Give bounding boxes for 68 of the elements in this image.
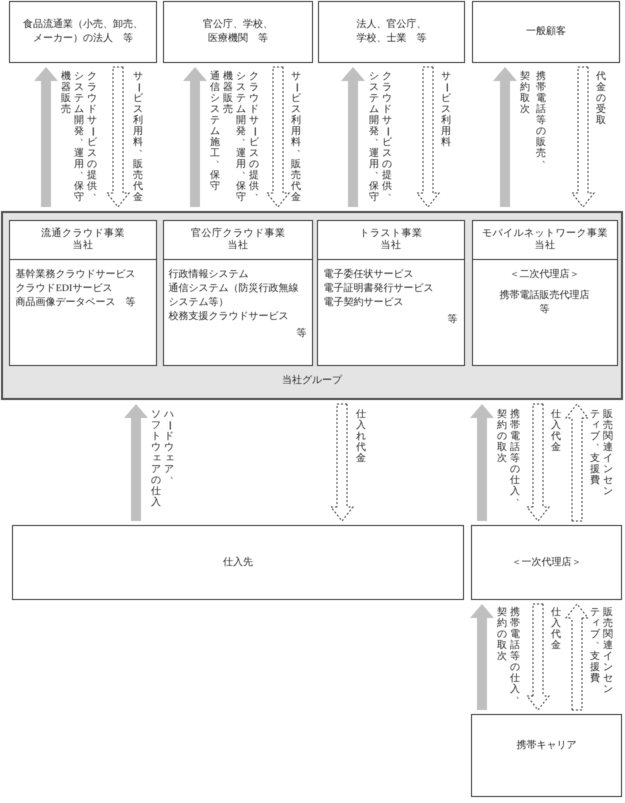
dotted-arrow [566, 404, 588, 522]
business-title: トラスト事業 [360, 228, 422, 240]
company-name: 当社 [228, 240, 248, 252]
list-item: 電子証明書発行サービス [324, 282, 435, 296]
customer-box [318, 1, 465, 63]
dotted-arrow [526, 604, 550, 710]
edge-label: 携帯電話等の販売、契約取次 [520, 71, 546, 166]
dotted-arrow [566, 604, 588, 710]
edge-label: サービス利用料 [441, 71, 451, 148]
list-item: 基幹業務クラウドサービス [16, 268, 137, 282]
company-name: 当社 [534, 240, 556, 252]
list-item: 携帯電話販売代理店 [498, 289, 591, 303]
company-name: 当社 [72, 240, 94, 252]
list-item: ＜二次代理店＞ [508, 268, 581, 282]
business-box [163, 220, 313, 366]
edge-label: 代金の受取 [596, 71, 606, 126]
list-item: 商品画像データベース 等 [16, 296, 137, 310]
list-item: 電子契約サービス [324, 296, 405, 310]
box-label: 官公庁、学校、医療機関 等 [202, 18, 274, 46]
box-label: ＜一次代理店＞ [512, 556, 582, 570]
business-box [472, 220, 618, 366]
flow-arrow [34, 67, 58, 207]
list-item: 校務支援クラウドサービス [168, 310, 290, 324]
list-item: 電子委任状サービス [324, 268, 415, 282]
flow-arrow [183, 67, 207, 207]
edge-label: 仕入代金 [551, 607, 561, 651]
box-label: 食品流通業（小売、卸売、メーカー）の法人 等 [22, 18, 144, 46]
dotted-arrow [526, 404, 550, 522]
business-box [317, 220, 465, 366]
flow-arrow [341, 67, 365, 207]
box-label: 法人、官公庁、学校、士業 等 [356, 18, 428, 46]
business-title: モバイルネットワーク事業 [482, 228, 608, 240]
company-name: 当社 [380, 240, 402, 252]
etc-note: 等 [446, 313, 458, 327]
dotted-arrow [106, 66, 130, 208]
business-title: 流通クラウド事業 [41, 228, 125, 240]
dotted-arrow [266, 66, 290, 208]
dotted-arrow [330, 404, 354, 522]
flow-arrow [124, 404, 148, 521]
list-item: 行政情報システム [168, 268, 250, 282]
list-item: 通信システム（防災行政無線システム等） [168, 282, 300, 310]
edge-label: サービス利用料、販売代金 [133, 71, 143, 203]
business-title: 官公庁クラウド事業 [190, 228, 286, 240]
customer-box [163, 1, 313, 63]
edge-label: サービス利用料、販売代金 [291, 71, 301, 203]
carrier-box [471, 714, 622, 797]
customer-box [9, 1, 157, 63]
box-label: 一般顧客 [526, 25, 566, 39]
agent-box [471, 525, 622, 600]
etc-note: 等 [296, 327, 307, 341]
list-item: クラウドEDIサービス [16, 282, 114, 296]
edge-label: 携帯電話等の仕入、契約の取次 [497, 607, 520, 702]
supplier-box [12, 525, 464, 600]
flow-arrow [470, 604, 494, 710]
edge-label: 携帯電話等の仕入、契約の取次 [497, 409, 520, 504]
box-label: 携帯キャリア [516, 739, 576, 753]
flow-arrow [493, 67, 517, 207]
customer-box [472, 1, 620, 63]
box-label: 仕入先 [223, 556, 253, 570]
flow-arrow [470, 404, 494, 521]
dotted-arrow [416, 66, 440, 208]
dotted-arrow [572, 66, 594, 208]
edge-label: 仕入れ代金 [356, 409, 366, 464]
group-label: 当社グループ [282, 374, 342, 388]
edge-label: 仕入代金 [551, 409, 561, 453]
group-panel [1, 211, 623, 400]
business-box [9, 220, 157, 366]
etc-note: 等 [538, 303, 551, 317]
